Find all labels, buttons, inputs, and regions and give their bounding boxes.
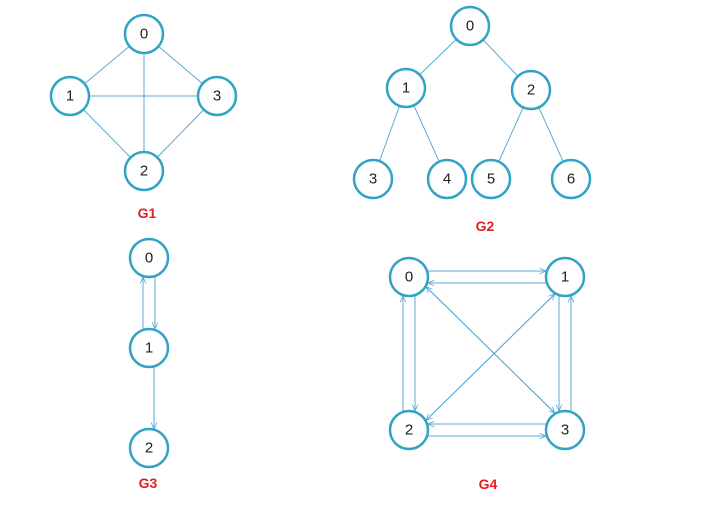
g1-node-circle — [123, 13, 165, 55]
g2-node-2: 2 — [510, 69, 552, 111]
g2-edges — [379, 38, 564, 162]
g2-node-label: 3 — [369, 171, 377, 188]
g2-nodes: 0 1 2 3 4 5 6 — [352, 5, 592, 200]
g3-node-1: 1 — [128, 327, 170, 369]
g4-node-label: 3 — [561, 422, 569, 439]
g1-node-circle — [123, 150, 165, 192]
g4-title: G4 — [479, 476, 498, 492]
g4-node-circle — [388, 409, 430, 451]
g1-edge-0-1 — [84, 45, 130, 85]
g2-node-4: 4 — [426, 158, 468, 200]
g2-node-circle — [426, 158, 468, 200]
g4-node-1: 1 — [544, 256, 586, 298]
g1-edge-0-3 — [158, 45, 203, 85]
g2-edge-1-4 — [413, 105, 440, 162]
g1-edge-3-2 — [156, 109, 205, 158]
g4-node-circle — [544, 256, 586, 298]
g4-node-label: 1 — [561, 269, 569, 286]
g1-node-label: 2 — [140, 163, 148, 180]
g3-nodes: 0 1 2 — [128, 237, 170, 469]
g2-node-6: 6 — [550, 158, 592, 200]
g4-node-3: 3 — [544, 409, 586, 451]
g1-edges — [82, 45, 205, 158]
g2-node-5: 5 — [470, 158, 512, 200]
g3-node-circle — [128, 427, 170, 469]
g2-edge-2-5 — [498, 107, 524, 162]
g3-edges — [143, 277, 155, 429]
g2-node-circle — [352, 158, 394, 200]
g1-node-label: 3 — [213, 88, 221, 105]
g2-node-label: 0 — [466, 18, 474, 35]
g4-nodes: 0 1 2 3 — [388, 256, 586, 451]
g2-node-0: 0 — [449, 5, 491, 47]
g3-node-label: 2 — [145, 440, 153, 457]
g3-title: G3 — [139, 475, 158, 491]
g4-node-circle — [544, 409, 586, 451]
graph-g2: 0 1 2 3 4 5 6 G2 — [352, 5, 592, 234]
g3-node-label: 1 — [145, 340, 153, 357]
g2-node-circle — [510, 69, 552, 111]
g3-node-label: 0 — [145, 250, 153, 267]
g1-node-3: 3 — [196, 75, 238, 117]
g4-node-label: 0 — [405, 269, 413, 286]
g4-edges — [403, 271, 571, 436]
g4-node-2: 2 — [388, 409, 430, 451]
g2-edge-0-2 — [482, 39, 519, 77]
g2-edge-0-1 — [419, 38, 457, 76]
g1-nodes: 0 1 2 3 — [49, 13, 238, 192]
g3-node-0: 0 — [128, 237, 170, 279]
g3-node-circle — [128, 327, 170, 369]
g2-node-3: 3 — [352, 158, 394, 200]
graph-g1: 0 1 2 3 G1 — [49, 13, 238, 221]
g2-node-circle — [550, 158, 592, 200]
graph-g4: 0 1 2 3 G4 — [388, 256, 586, 492]
g2-edge-2-6 — [538, 107, 564, 162]
g1-node-label: 1 — [66, 88, 74, 105]
g1-node-0: 0 — [123, 13, 165, 55]
g1-title: G1 — [138, 205, 157, 221]
g4-node-0: 0 — [388, 256, 430, 298]
g2-node-label: 1 — [402, 80, 410, 97]
g4-edge-2-1 — [425, 294, 555, 421]
graph-g3: 0 1 2 G3 — [128, 237, 170, 491]
g2-edge-1-3 — [379, 105, 400, 162]
g2-title: G2 — [476, 218, 495, 234]
g4-edge-3-0 — [426, 287, 556, 414]
g4-node-label: 2 — [405, 422, 413, 439]
g4-node-circle — [388, 256, 430, 298]
g2-node-circle — [449, 5, 491, 47]
g2-node-label: 4 — [443, 171, 451, 188]
g2-node-circle — [470, 158, 512, 200]
g3-node-circle — [128, 237, 170, 279]
g1-edge-1-2 — [82, 109, 132, 158]
g2-node-1: 1 — [385, 67, 427, 109]
g1-node-circle — [196, 75, 238, 117]
g1-node-label: 0 — [140, 26, 148, 43]
g2-node-label: 5 — [487, 171, 495, 188]
g3-node-2: 2 — [128, 427, 170, 469]
g2-node-label: 2 — [527, 82, 535, 99]
g1-node-1: 1 — [49, 75, 91, 117]
g1-node-circle — [49, 75, 91, 117]
g2-node-label: 6 — [567, 171, 575, 188]
g2-node-circle — [385, 67, 427, 109]
g1-node-2: 2 — [123, 150, 165, 192]
